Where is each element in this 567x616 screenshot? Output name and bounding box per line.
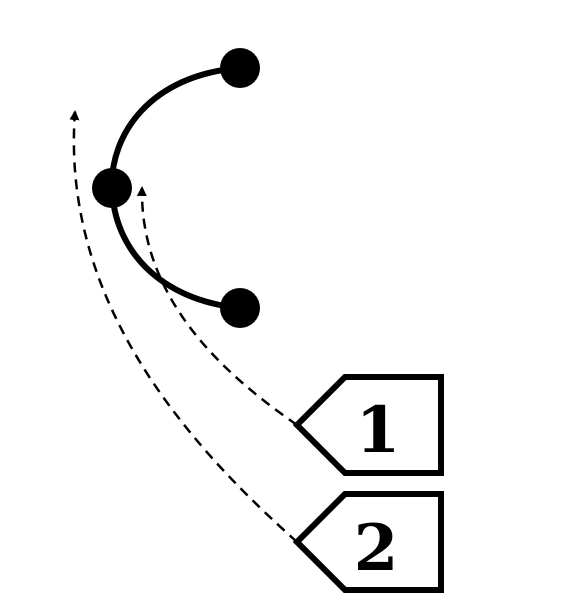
tag-1-label: 1 (356, 393, 401, 468)
tag-2-label: 2 (354, 511, 399, 586)
top-node (220, 48, 260, 88)
tag-1: 1 (292, 374, 444, 476)
bottom-node (220, 288, 260, 328)
tag-2: 2 (292, 491, 444, 593)
leader-line-2 (69, 110, 298, 543)
middle-node (92, 168, 132, 208)
leader-line-1 (136, 186, 298, 427)
tag-1-shape (292, 374, 444, 476)
tag-2-shape (292, 491, 444, 593)
